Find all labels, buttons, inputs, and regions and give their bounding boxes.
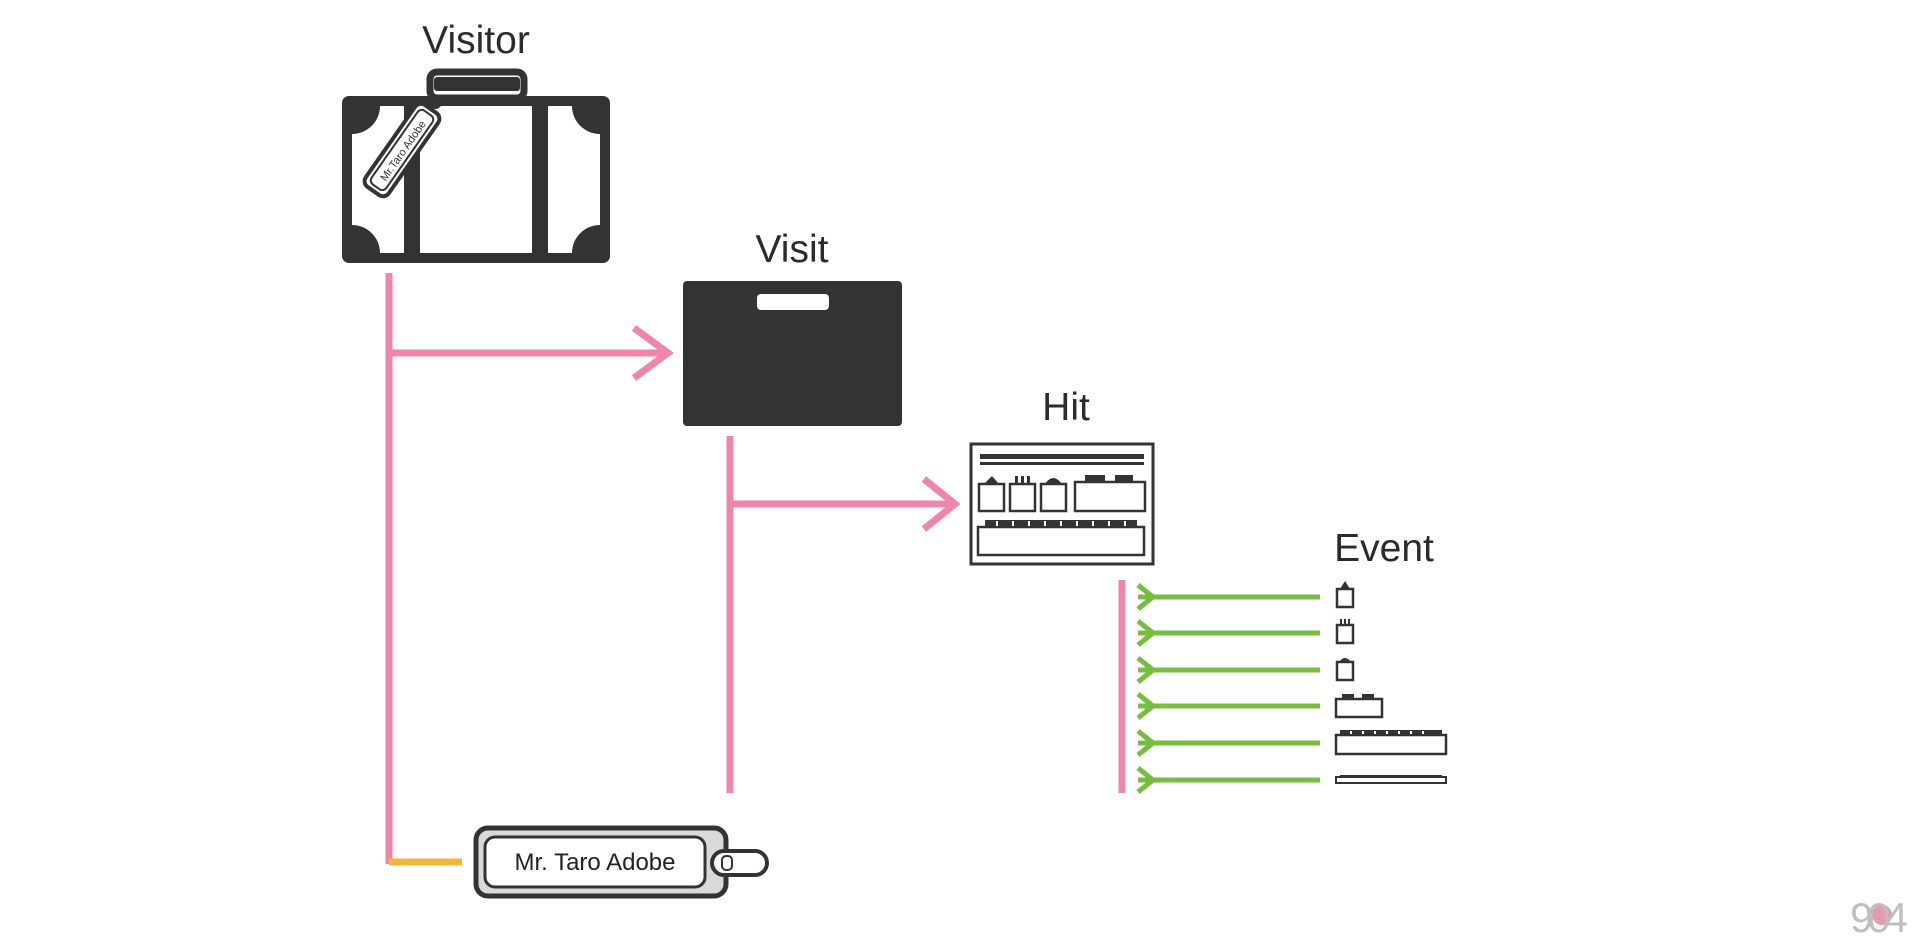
visit-label: Visit <box>756 228 829 271</box>
event-link-2 <box>1136 619 1320 647</box>
event-link-3 <box>1136 656 1320 684</box>
event-link-4 <box>1136 692 1320 720</box>
bag-icon <box>683 281 902 426</box>
visit-connectors <box>726 436 961 793</box>
can-icon <box>1335 619 1355 645</box>
crow-foot-visit <box>631 325 674 381</box>
hit-connectors <box>1118 580 1320 794</box>
case-icon <box>1334 694 1384 719</box>
item-tray-icon <box>969 442 1155 566</box>
id-tag-text: Mr. Taro Adobe <box>515 849 676 876</box>
bottle-icon <box>1335 581 1355 609</box>
event-link-6 <box>1136 766 1320 794</box>
watermark-dot <box>1872 905 1892 925</box>
hit-label: Hit <box>1042 386 1090 429</box>
plate-icon <box>1335 775 1447 784</box>
event-links <box>1136 583 1320 794</box>
watermark-text: 904 <box>1850 894 1908 941</box>
visitor-label: Visitor <box>422 19 530 62</box>
name-tag-icon: Mr. Taro Adobe <box>473 825 769 899</box>
event-link-5 <box>1136 729 1320 757</box>
event-link-1 <box>1136 583 1320 611</box>
event-label: Event <box>1334 527 1434 570</box>
crow-foot-hit <box>921 476 961 532</box>
keyboard-icon <box>1334 730 1448 756</box>
jar-icon <box>1335 658 1355 682</box>
event-items <box>1334 581 1448 784</box>
watermark-logo: 904 <box>1850 894 1914 941</box>
visitor-connectors <box>385 273 674 866</box>
suitcase-icon: Mr.Taro Adobe <box>342 68 610 263</box>
